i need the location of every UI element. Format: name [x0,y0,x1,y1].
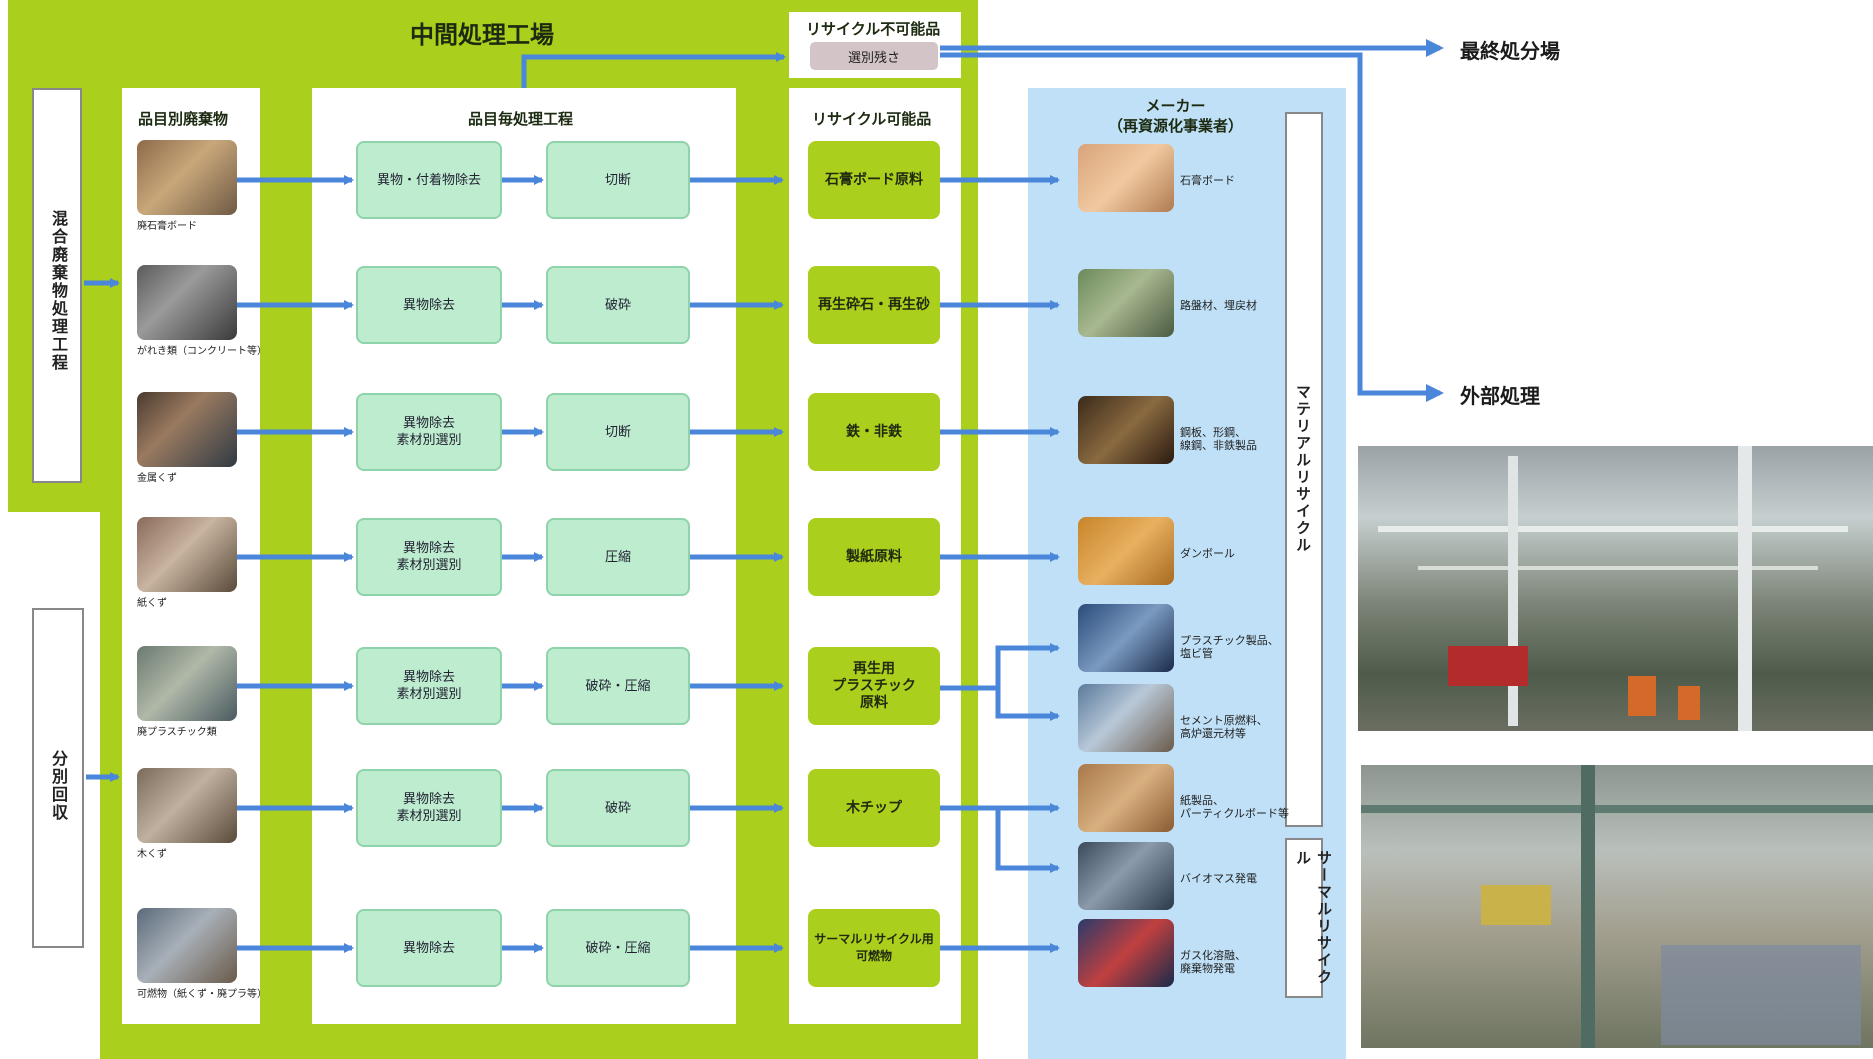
thermal-recycle-label: サーマルリサイクル [1294,850,1333,986]
factory-photo-bottom [1361,765,1873,1048]
maker-label: 路盤材、埋戻材 [1180,299,1257,312]
maker-label: ガス化溶融、 廃棄物発電 [1180,949,1246,975]
waste-photo [137,265,237,340]
recyclable-product: 木チップ [808,769,940,847]
process-step-1: 異物除去 [356,909,502,987]
waste-photo [137,646,237,721]
maker-label: セメント原燃料、 高炉還元材等 [1180,714,1268,740]
waste-photo [137,768,237,843]
process-step-2: 切断 [546,393,690,471]
maker-label: ダンボール [1180,547,1235,560]
process-step-2: 破砕 [546,266,690,344]
waste-label: 廃石膏ボード [137,221,197,232]
waste-photo [137,517,237,592]
mixed-process-panel: 混合廃棄物処理工程 [32,88,82,483]
recyclable-product: 鉄・非鉄 [808,393,940,471]
maker-photo [1078,842,1174,910]
residue-box: 選別残さ [810,42,938,70]
waste-photo [137,908,237,983]
non-recyclable-header: リサイクル不可能品 [806,20,941,38]
separate-collection-label: 分別回収 [49,750,68,822]
waste-label: がれき類（コンクリート等） [137,346,267,357]
final-disposal-label: 最終処分場 [1460,39,1560,63]
process-step-1: 異物除去 素材別選別 [356,769,502,847]
maker-label: バイオマス発電 [1180,872,1257,885]
process-header: 品目毎処理工程 [468,110,574,128]
recyclable-header: リサイクル可能品 [812,110,932,128]
maker-photo [1078,517,1174,585]
thermal-recycle-box: サーマルリサイクル [1285,838,1333,998]
waste-photo [137,140,237,215]
waste-label: 木くず [137,849,167,860]
maker-photo [1078,269,1174,337]
process-step-1: 異物除去 [356,266,502,344]
recyclable-product: 再生用 プラスチック 原料 [808,647,940,725]
process-step-1: 異物除去 素材別選別 [356,647,502,725]
separate-collection-panel: 分別回収 [32,608,84,948]
waste-label: 紙くず [137,598,167,609]
process-step-2: 破砕・圧縮 [546,647,690,725]
plant-title: 中間処理工場 [410,21,554,49]
process-step-1: 異物・付着物除去 [356,141,502,219]
maker-photo [1078,144,1174,212]
process-step-2: 破砕 [546,769,690,847]
process-step-2: 破砕・圧縮 [546,909,690,987]
maker-photo [1078,919,1174,987]
maker-label: 鋼板、形鋼、 線鋼、非鉄製品 [1180,426,1257,452]
maker-photo [1078,764,1174,832]
recyclable-product: 再生砕石・再生砂 [808,266,940,344]
residue-label: 選別残さ [847,50,900,66]
maker-photo [1078,604,1174,672]
mixed-process-label: 混合廃棄物処理工程 [49,210,68,372]
process-step-1: 異物除去 素材別選別 [356,393,502,471]
recyclable-product: 製紙原料 [808,518,940,596]
maker-label: 石膏ボード [1180,174,1235,187]
material-recycle-box: マテリアルリサイクル [1285,112,1323,827]
maker-photo [1078,684,1174,752]
recyclable-product: 石膏ボード原料 [808,141,940,219]
maker-header: メーカー （再資源化事業者） [1108,97,1244,135]
waste-header: 品目別廃棄物 [138,110,229,128]
maker-label: プラスチック製品、 塩ビ管 [1180,634,1279,660]
process-step-2: 圧縮 [546,518,690,596]
maker-label: 紙製品、 パーティクルボード等 [1180,794,1290,820]
external-processing-label: 外部処理 [1460,384,1540,408]
waste-label: 可燃物（紙くず・廃プラ等） [137,989,267,1000]
waste-label: 金属くず [137,473,177,484]
process-step-1: 異物除去 素材別選別 [356,518,502,596]
material-recycle-label: マテリアルリサイクル [1294,384,1312,554]
maker-photo [1078,396,1174,464]
waste-photo [137,392,237,467]
waste-label: 廃プラスチック類 [137,727,217,738]
factory-photo-top [1358,446,1873,731]
recyclable-product: サーマルリサイクル用 可燃物 [808,909,940,987]
process-step-2: 切断 [546,141,690,219]
